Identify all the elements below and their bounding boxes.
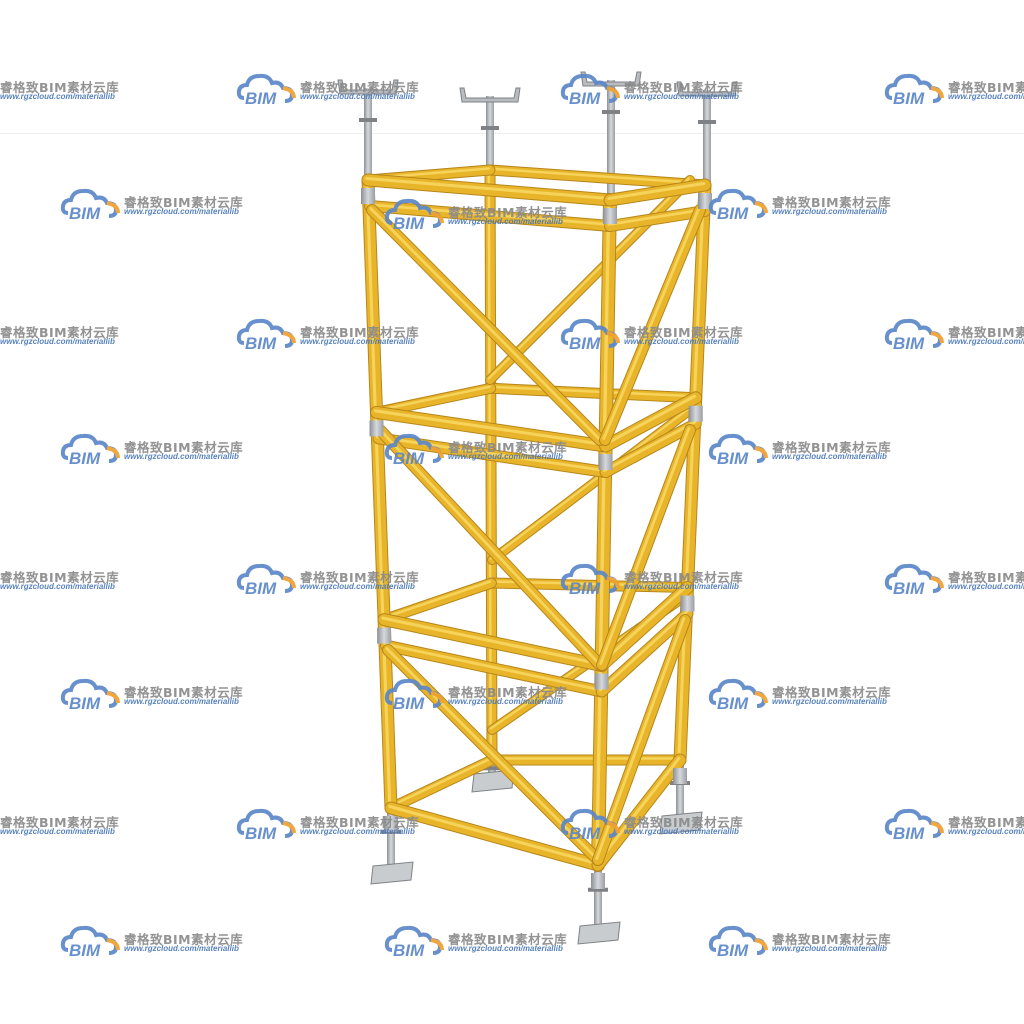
coupler-LF-1 xyxy=(369,420,384,437)
ledger-right-side-0-highlight xyxy=(607,181,706,201)
ledger-right-lower-2-highlight xyxy=(599,610,688,692)
ledger-right-side-1-highlight xyxy=(602,394,697,447)
coupler-LF-0 xyxy=(361,188,375,204)
brace-right-upper-highlight xyxy=(602,207,701,440)
ledger-left-side-1-highlight xyxy=(374,385,491,413)
ledger-left-side-2 xyxy=(379,578,496,625)
top-jack-u-head-0 xyxy=(337,79,399,95)
brace-right-middle xyxy=(597,425,695,670)
ledger-front-1-highlight xyxy=(373,409,606,447)
coupler-RB-1 xyxy=(688,405,703,422)
base-plate-2 xyxy=(577,921,621,945)
top-jack-u-head-1 xyxy=(459,87,521,103)
ledger-back-0 xyxy=(485,165,710,190)
ledger-front-3-highlight xyxy=(388,804,599,866)
base-plate-0 xyxy=(370,861,414,885)
ledger-right-side-3-highlight xyxy=(595,756,681,866)
brace-right-upper xyxy=(600,205,705,445)
ledger-right-side-0 xyxy=(604,179,711,206)
coupler-RF-2 xyxy=(594,673,609,690)
coupler-RF-3 xyxy=(591,873,605,889)
coupler-RF-1 xyxy=(598,454,613,471)
brace-right-middle-highlight xyxy=(599,427,691,665)
ledger-back-0-highlight xyxy=(487,167,706,185)
ledger-front-2-highlight xyxy=(381,616,602,666)
coupler-LF-2 xyxy=(377,627,392,644)
top-jack-nut-3 xyxy=(698,120,716,124)
ledger-right-lower-0-highlight xyxy=(607,208,706,226)
ledger-back-1 xyxy=(486,383,701,403)
ledger-right-side-1 xyxy=(600,392,702,452)
top-jack-nut-2 xyxy=(602,110,620,114)
brace-back-middle-highlight xyxy=(489,407,690,560)
brace-front-middle-highlight xyxy=(377,427,601,665)
ledger-right-side-3 xyxy=(592,754,686,871)
coupler-RB-0 xyxy=(698,193,712,209)
ledger-right-lower-1-highlight xyxy=(602,420,696,472)
brace-back-middle xyxy=(488,406,694,564)
ledger-right-lower-0 xyxy=(605,206,710,231)
top-jack-u-head-3 xyxy=(676,81,738,97)
base-plate-3 xyxy=(659,811,703,835)
frame-back-group xyxy=(362,164,711,814)
coupler-RB-2 xyxy=(680,595,695,612)
top-jack-nut-0 xyxy=(359,118,377,122)
steel-jacks-group xyxy=(337,71,738,945)
coupler-LF-3 xyxy=(384,816,398,832)
ledger-left-side-3 xyxy=(386,755,497,813)
ledger-right-side-2-highlight xyxy=(598,584,688,666)
ledger-right-lower-2 xyxy=(596,608,693,697)
brace-back-upper xyxy=(486,176,694,384)
coupler-RF-0 xyxy=(603,208,617,224)
ledger-right-side-2 xyxy=(596,582,693,671)
top-jack-rod-3 xyxy=(703,90,711,186)
top-jack-rod-0 xyxy=(364,88,372,180)
ledger-left-side-1 xyxy=(372,383,496,417)
base-jack-rod-0 xyxy=(387,808,395,870)
leg-right-front-highlight xyxy=(595,196,611,866)
base-jack-rod-3 xyxy=(676,760,684,820)
leg-right-back-highlight xyxy=(677,181,706,761)
top-jack-rod-1 xyxy=(486,96,494,172)
ledger-right-lower-1 xyxy=(600,418,701,478)
brace-front-upper-highlight xyxy=(369,207,601,440)
ledger-left-side-2-highlight xyxy=(381,580,492,620)
top-jack-nut-1 xyxy=(481,126,499,130)
ledger-front-0-highlight xyxy=(365,176,611,201)
leg-left-back-highlight xyxy=(487,167,493,760)
frame-front-group xyxy=(361,173,712,889)
coupler-RB-3 xyxy=(673,768,687,784)
ledger-back-1-highlight xyxy=(488,385,696,398)
ledger-front-lower-2-highlight xyxy=(383,642,602,692)
base-jack-rod-2 xyxy=(594,865,602,930)
divider-line xyxy=(0,133,1024,134)
ledger-left-side-3-highlight xyxy=(388,757,493,808)
base-jack-nut-1 xyxy=(482,766,502,771)
brace-back-upper-highlight xyxy=(487,177,690,380)
base-plate-1 xyxy=(471,769,515,793)
base-jack-nut-2 xyxy=(588,887,608,892)
top-jack-rod-2 xyxy=(607,80,615,200)
top-jack-u-head-2 xyxy=(580,71,642,87)
leg-left-front-highlight xyxy=(365,176,392,809)
